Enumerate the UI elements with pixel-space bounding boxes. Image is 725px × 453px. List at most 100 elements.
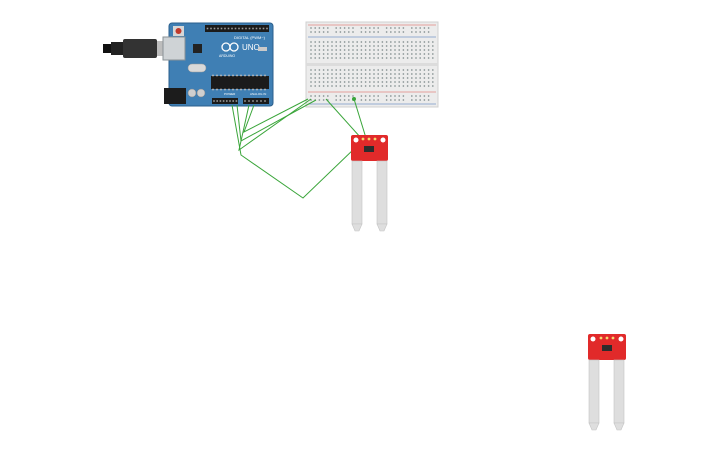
breadboard-hole — [335, 81, 337, 83]
wire-analog-to-sensor-sig[interactable] — [231, 104, 358, 199]
breadboard-hole — [356, 53, 358, 55]
breadboard-hole — [352, 73, 354, 75]
breadboard-hole — [419, 57, 421, 59]
breadboard-hole — [310, 73, 312, 75]
breadboard-hole — [423, 45, 426, 47]
sensor-1-pin-1[interactable] — [361, 137, 365, 141]
breadboard-hole — [398, 57, 400, 59]
wires[interactable] — [231, 98, 367, 199]
sensor-2-probe-right-tip — [613, 422, 625, 431]
chip-pin — [248, 88, 250, 91]
power-pin — [229, 100, 231, 102]
breadboard-rail-hole — [310, 95, 312, 97]
breadboard-hole — [373, 57, 375, 59]
power-pin — [213, 100, 215, 102]
breadboard-hole — [352, 77, 354, 79]
breadboard-rail-hole — [318, 99, 321, 101]
breadboard-hole — [419, 73, 421, 75]
breadboard-hole — [432, 49, 434, 51]
soil-moisture-sensor-2[interactable] — [588, 334, 626, 431]
breadboard-hole — [369, 41, 371, 43]
breadboard-rail-hole — [394, 27, 396, 29]
chip-pin — [260, 74, 262, 77]
sensor-2-pin-3[interactable] — [611, 336, 615, 340]
breadboard[interactable] — [305, 21, 439, 108]
arduino-logo-right — [229, 42, 239, 52]
breadboard-hole — [394, 85, 396, 87]
breadboard-hole — [331, 69, 333, 71]
digital-pin — [224, 27, 226, 30]
breadboard-hole — [318, 73, 321, 75]
chip-pin — [252, 88, 254, 91]
breadboard-rail-hole — [314, 27, 316, 29]
breadboard-rail-hole — [398, 31, 400, 33]
sensor-2-pin-2[interactable] — [605, 336, 609, 340]
breadboard-rail-hole — [390, 99, 392, 101]
analog-header-label: ANALOG IN — [250, 92, 266, 96]
wire-endpoint-breadboard[interactable] — [352, 97, 356, 101]
breadboard-rail-hole — [427, 27, 430, 29]
breadboard-rail-hole — [360, 95, 363, 97]
led-13 — [258, 47, 267, 51]
breadboard-hole — [419, 41, 421, 43]
breadboard-hole — [356, 73, 358, 75]
breadboard-hole — [364, 85, 367, 87]
wire-gnd-to-breadboard[interactable] — [243, 98, 309, 134]
soil-moisture-sensor-1[interactable] — [351, 135, 388, 232]
breadboard-rail-hole — [352, 95, 354, 97]
breadboard-hole — [310, 49, 312, 51]
breadboard-hole — [339, 57, 342, 59]
breadboard-rail-hole — [364, 31, 367, 33]
uno-label: UNO — [242, 43, 260, 52]
breadboard-hole — [402, 73, 405, 75]
breadboard-hole — [310, 45, 312, 47]
breadboard-hole — [385, 53, 388, 55]
breadboard-hole — [415, 69, 417, 71]
breadboard-hole — [343, 85, 346, 87]
usb-plug[interactable] — [103, 39, 169, 58]
arduino-logo-text: ARDUINO — [219, 54, 235, 58]
breadboard-hole — [394, 53, 396, 55]
sensor-1-pin-3[interactable] — [373, 137, 377, 141]
breadboard-rail-hole — [423, 95, 426, 97]
breadboard-rail-hole — [427, 95, 430, 97]
breadboard-hole — [314, 45, 316, 47]
breadboard-rail-hole — [327, 95, 329, 97]
sensor-2-pin-1[interactable] — [599, 336, 603, 340]
breadboard-hole — [411, 85, 413, 87]
breadboard-hole — [415, 49, 417, 51]
breadboard-hole — [406, 57, 409, 59]
breadboard-hole — [364, 69, 367, 71]
breadboard-hole — [314, 81, 316, 83]
breadboard-rail-hole — [310, 27, 312, 29]
breadboard-hole — [377, 57, 379, 59]
breadboard-rail-hole — [385, 99, 388, 101]
breadboard-rail-hole — [343, 31, 346, 33]
breadboard-hole — [360, 81, 363, 83]
breadboard-hole — [432, 77, 434, 79]
breadboard-hole — [322, 77, 325, 79]
wire-breadboard-to-sensor-vcc[interactable] — [325, 98, 362, 139]
breadboard-hole — [394, 49, 396, 51]
breadboard-hole — [373, 77, 375, 79]
breadboard-hole — [360, 57, 363, 59]
arduino-uno-board[interactable]: DIGITAL (PWM~) UNO ARDUINO POWER ANALOG … — [162, 22, 274, 107]
chip-pin — [224, 88, 226, 91]
power-header-label: POWER — [224, 92, 236, 96]
sensor-1-pin-2[interactable] — [367, 137, 371, 141]
breadboard-rail-hole — [394, 31, 396, 33]
wire-breadboard-to-sensor-gnd[interactable] — [353, 98, 367, 139]
sensor-1-probe-left-tip — [351, 223, 363, 232]
breadboard-rail-hole — [373, 95, 375, 97]
breadboard-hole — [335, 41, 337, 43]
wire-power-to-breadboard-2[interactable] — [238, 98, 312, 152]
breadboard-hole — [343, 57, 346, 59]
breadboard-hole — [427, 81, 430, 83]
breadboard-hole — [339, 69, 342, 71]
breadboard-hole — [322, 81, 325, 83]
breadboard-hole — [360, 49, 363, 51]
breadboard-hole — [327, 85, 329, 87]
breadboard-hole — [411, 77, 413, 79]
breadboard-hole — [373, 53, 375, 55]
